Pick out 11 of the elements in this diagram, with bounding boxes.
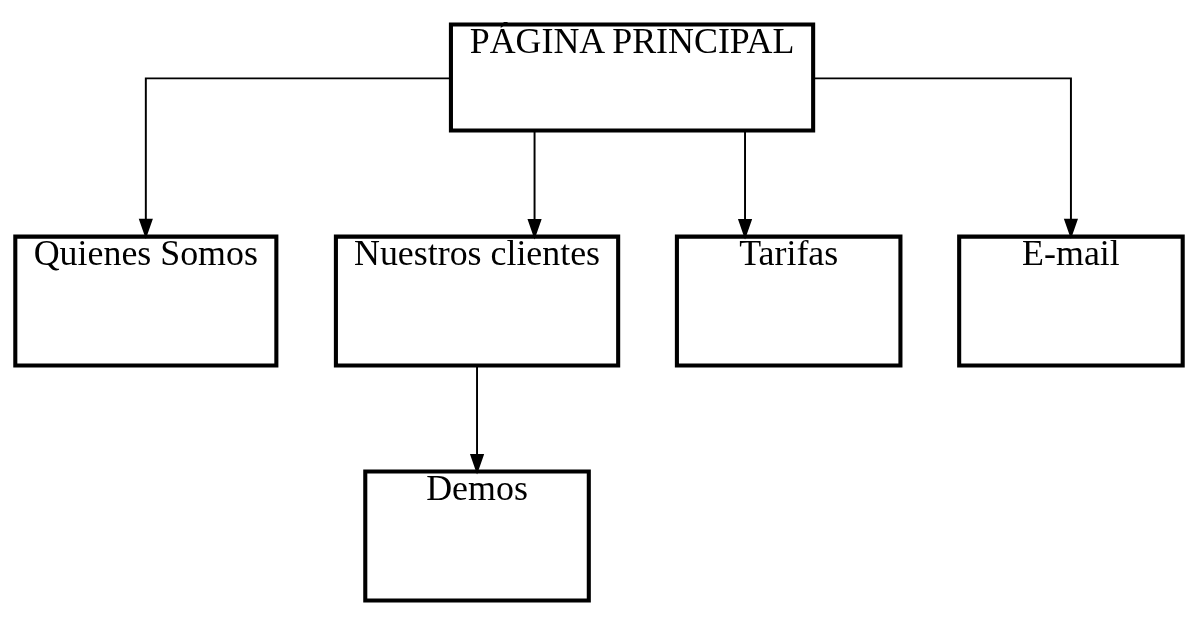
arrow — [812, 76, 1079, 239]
node-box: Demos — [363, 469, 591, 602]
node-box: Nuestros clientes — [333, 234, 621, 368]
node-box: Tarifas — [674, 234, 903, 368]
arrow — [737, 129, 753, 239]
node-box: PÁGINA PRINCIPAL — [448, 22, 816, 133]
arrow — [469, 364, 485, 474]
arrow — [527, 129, 542, 239]
node-box: Quienes Somos — [13, 234, 279, 368]
arrow — [138, 76, 452, 239]
node-box: E-mail — [957, 234, 1185, 368]
